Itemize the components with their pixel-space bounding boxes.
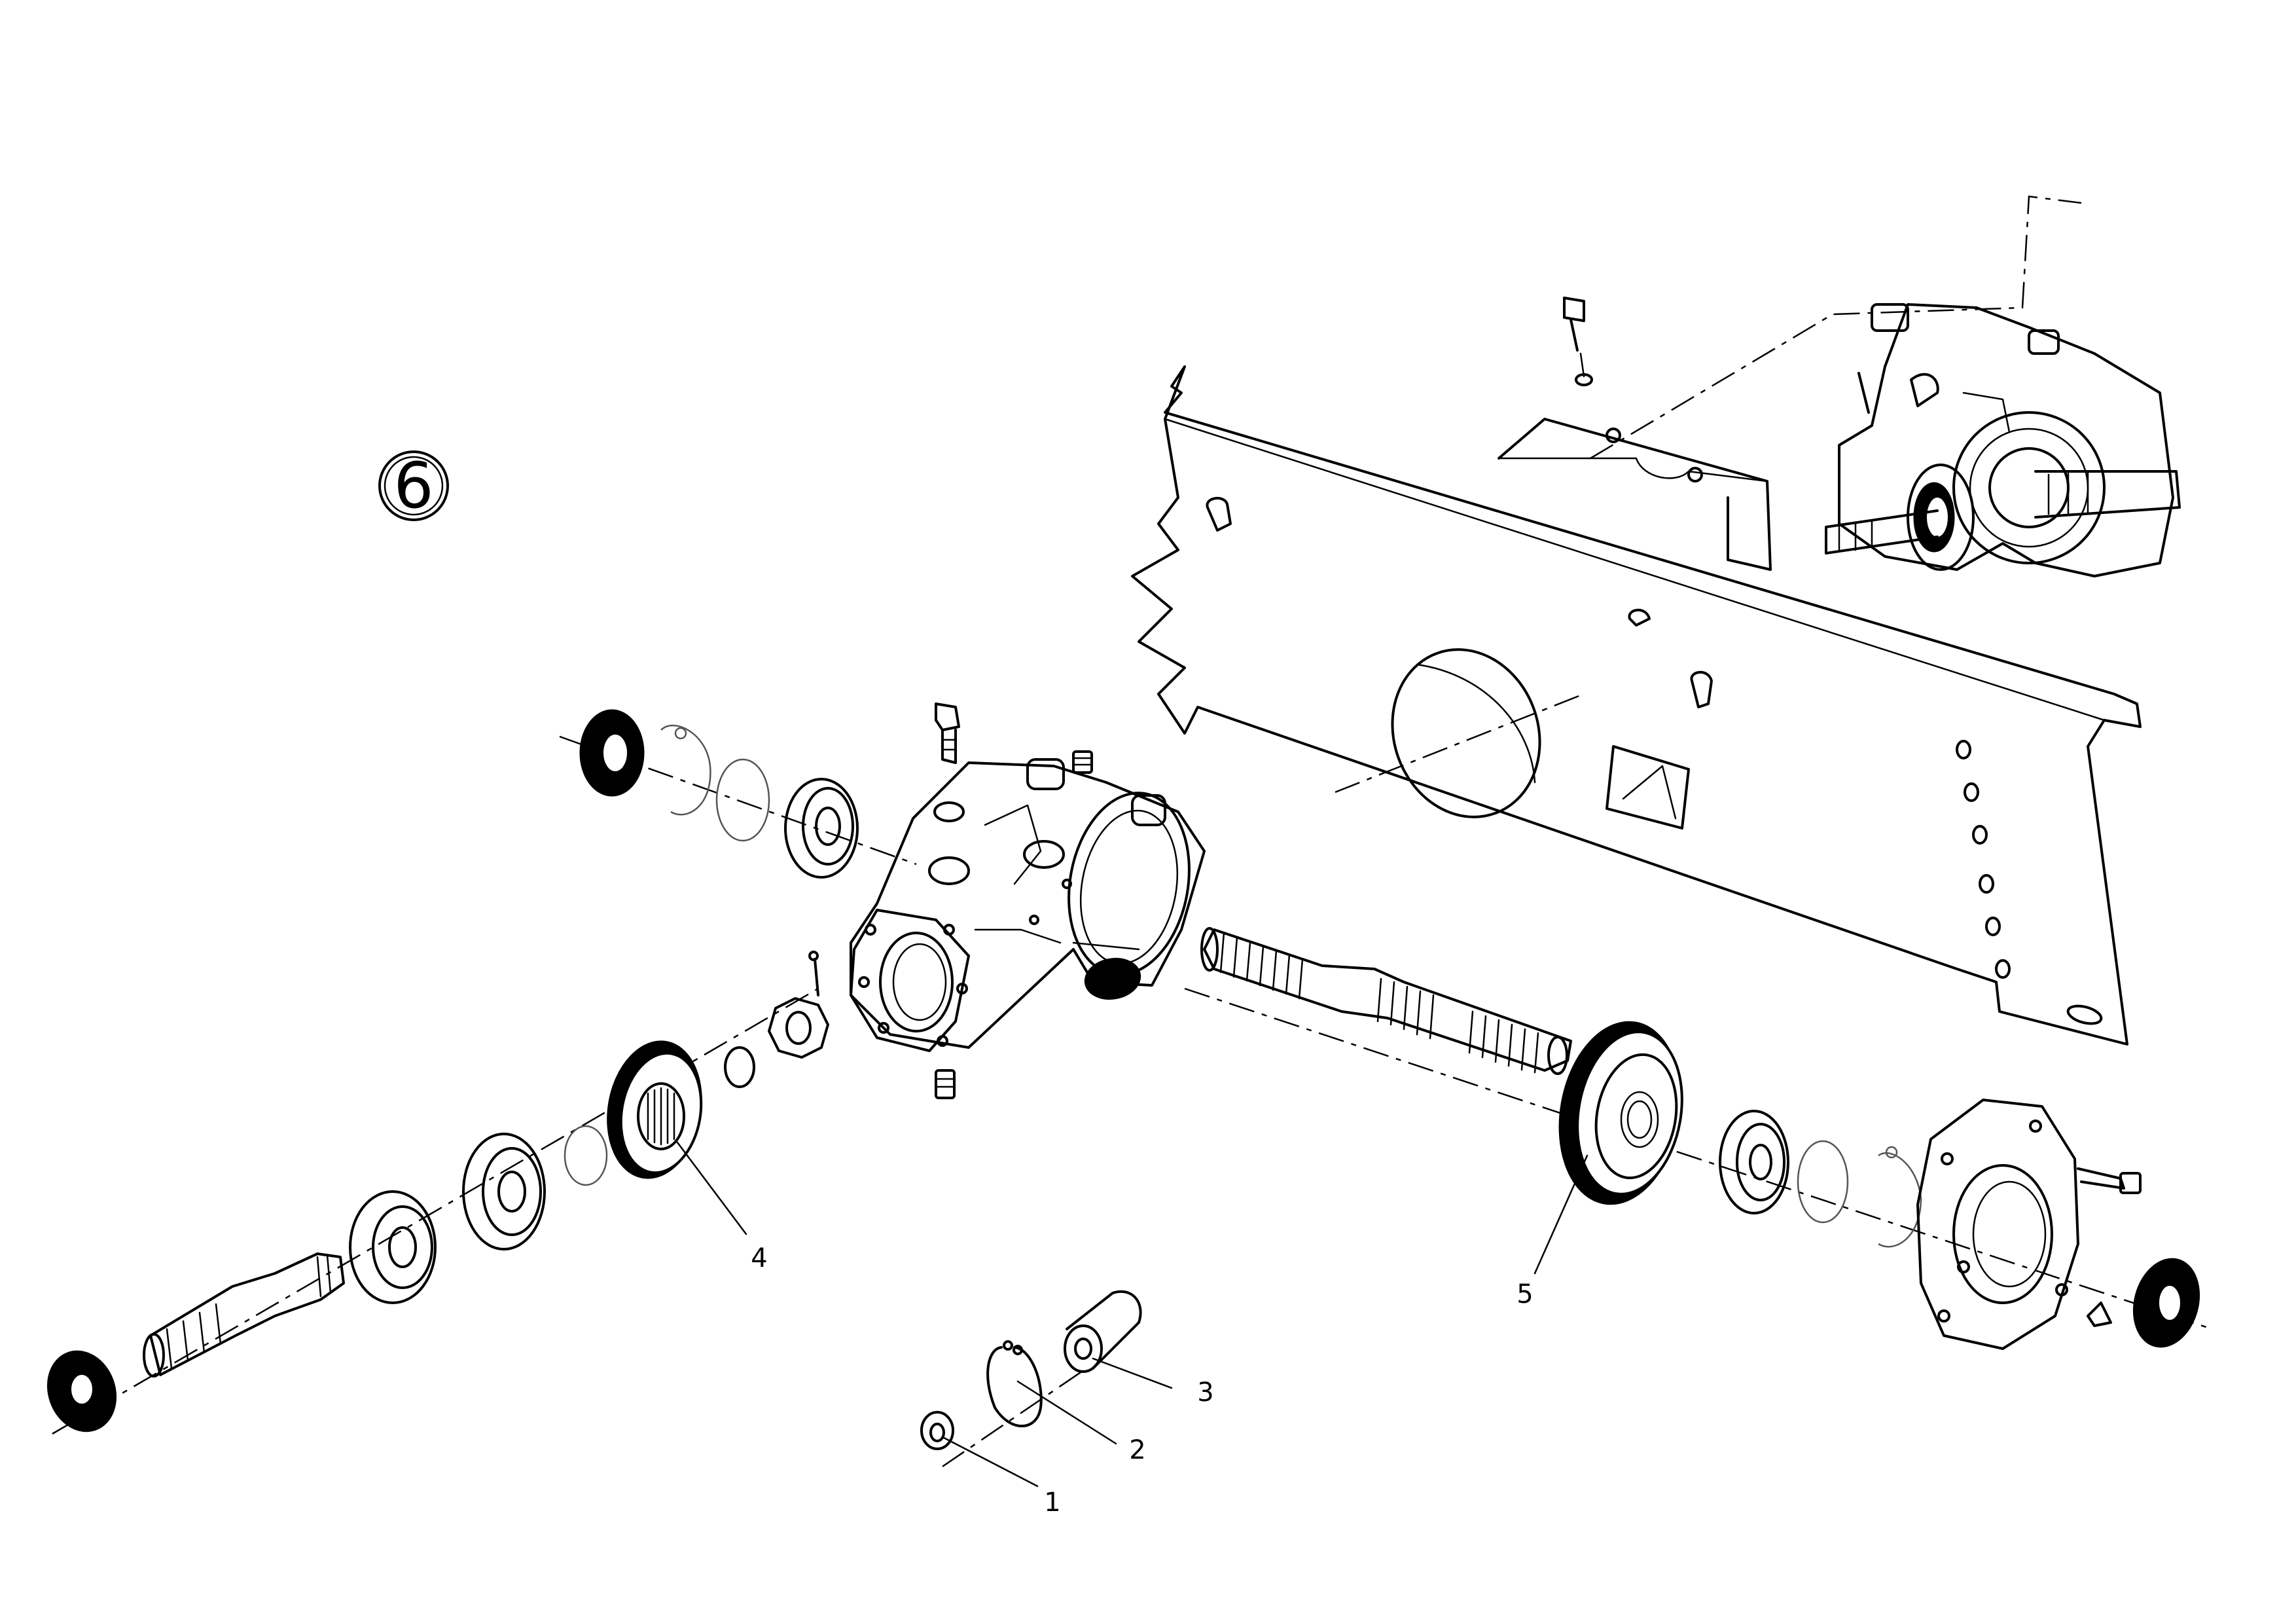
view-number-badge: 6 (378, 449, 449, 522)
bevel-gear-left (607, 1040, 703, 1179)
assembly-axis-parts (942, 1367, 1087, 1468)
callout-1: 1 (1044, 1487, 1060, 1518)
main-shaft (1200, 927, 1572, 1075)
upper-left-parts (579, 709, 859, 879)
assembly-axis-upper (1590, 195, 2082, 460)
top-bolt (1563, 297, 1593, 386)
bevel-gear-right (1558, 1021, 1683, 1205)
assembled-gearbox (1825, 303, 2181, 577)
view-number: 6 (393, 449, 433, 522)
lower-bearing-2 (349, 1190, 437, 1304)
lower-bearing-1 (462, 1133, 546, 1250)
lower-ring (564, 1125, 608, 1186)
callout-5: 5 (1516, 1279, 1533, 1309)
assembly-axis-right (1184, 987, 2213, 1330)
assembly-axis-frame (1335, 693, 1585, 793)
small-ring (724, 1046, 755, 1088)
bottom-plug (935, 1069, 956, 1099)
part-2-circlip (986, 1340, 1043, 1428)
breather-plug (935, 702, 960, 764)
callout-3: 3 (1197, 1377, 1213, 1408)
right-bearing-parts (1719, 1110, 1922, 1248)
callout-2: 2 (1129, 1435, 1145, 1465)
castle-nut (768, 951, 829, 1059)
mounting-frame (1131, 365, 2142, 1046)
part-1-washer (920, 1411, 954, 1450)
seal-left (46, 1350, 117, 1432)
right-cover-plate (1916, 1099, 2142, 1350)
part-3-sleeve (1064, 1290, 1142, 1373)
gearbox-housing (850, 758, 1206, 1052)
leader-lines (676, 1141, 1588, 1487)
callout-labels: 1 2 3 4 5 (751, 1243, 1533, 1518)
assembly-axis-lower (52, 987, 819, 1435)
input-shaft (143, 1252, 345, 1377)
callout-4: 4 (751, 1243, 767, 1273)
seal-right (2132, 1258, 2200, 1348)
top-plug (1072, 750, 1093, 774)
